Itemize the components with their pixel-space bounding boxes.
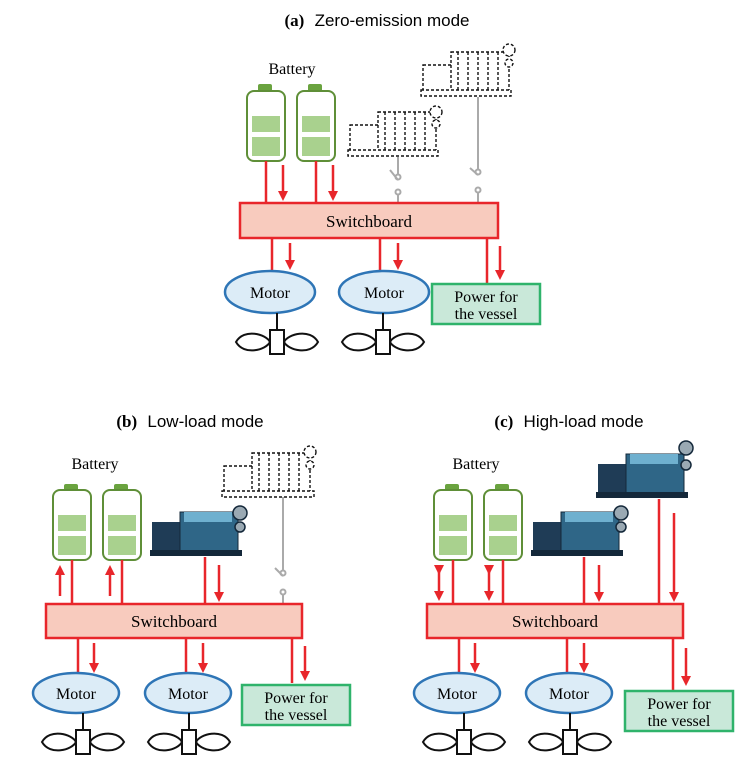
vessel-power-label-line1: Power for (264, 690, 328, 707)
propeller-icon (421, 713, 507, 755)
panel-title: (a) Zero-emission mode (284, 11, 469, 30)
generator-engine-icon-active (531, 505, 629, 556)
panel-letter: (b) (116, 412, 137, 431)
motor-label: Motor (549, 686, 590, 703)
switchboard (238, 201, 500, 240)
vessel-power-label-line2: the vessel (265, 707, 328, 724)
vessel-power-label-line2: the vessel (455, 306, 518, 323)
generator-engine-icon-active (150, 505, 248, 556)
vessel-power-box (240, 683, 352, 727)
panel-letter: (c) (494, 412, 513, 431)
panel-zero-emission: (a) Zero-emission mode Battery (223, 11, 542, 355)
panel-low-load: (b) Low-load mode Battery (31, 412, 352, 755)
open-switch-icon (274, 497, 287, 604)
panel-letter: (a) (284, 11, 304, 30)
open-switch-icon (389, 97, 482, 203)
switchboard-label: Switchboard (326, 212, 412, 231)
switchboard-label: Switchboard (512, 612, 598, 631)
motor-label: Motor (56, 686, 97, 703)
panel-mode-name: Zero-emission mode (315, 11, 470, 30)
power-flow-arrows (55, 557, 224, 604)
power-flow-arrows (434, 499, 679, 604)
battery-label: Battery (71, 456, 118, 473)
propeller-icon (527, 713, 613, 755)
panel-mode-name: Low-load mode (147, 412, 263, 431)
battery-icon (296, 84, 336, 162)
motor-label: Motor (168, 686, 209, 703)
panel-title: (c) High-load mode (494, 412, 643, 431)
battery-icon (433, 484, 473, 561)
battery-label: Battery (452, 456, 499, 473)
propeller-icon (40, 713, 126, 755)
battery-icon (483, 484, 523, 561)
generator-engine-icon-inactive (420, 43, 516, 97)
motor-label: Motor (364, 285, 405, 302)
vessel-power-label-line2: the vessel (648, 713, 711, 730)
generator-engine-icon-active (596, 440, 694, 498)
switchboard (44, 602, 304, 640)
propeller-icon (146, 713, 232, 755)
propeller-icon (340, 313, 426, 355)
generator-engine-icon-inactive (347, 105, 443, 157)
panel-mode-name: High-load mode (524, 412, 644, 431)
switchboard-label: Switchboard (131, 612, 217, 631)
vessel-power-box (623, 689, 735, 733)
battery-icon (102, 484, 142, 561)
panel-high-load: (c) High-load mode Battery (412, 412, 735, 755)
motor-label: Motor (437, 686, 478, 703)
power-flow-arrows (76, 638, 310, 683)
propeller-icon (234, 313, 320, 355)
motor (223, 269, 317, 315)
battery-label: Battery (268, 61, 315, 78)
power-flow-arrows (457, 638, 691, 690)
power-flow-arrows (270, 238, 505, 284)
motor-label: Motor (250, 285, 291, 302)
power-flow-arrows (264, 161, 338, 203)
vessel-power-label-line1: Power for (647, 696, 711, 713)
generator-engine-icon-inactive (221, 445, 317, 498)
vessel-power-label-line1: Power for (454, 289, 518, 306)
vessel-power-box (430, 282, 542, 326)
switchboard (425, 602, 685, 640)
panel-title: (b) Low-load mode (116, 412, 263, 431)
motor (412, 671, 502, 715)
battery-icon (52, 484, 92, 561)
motor (31, 671, 121, 715)
battery-icon (246, 84, 286, 162)
